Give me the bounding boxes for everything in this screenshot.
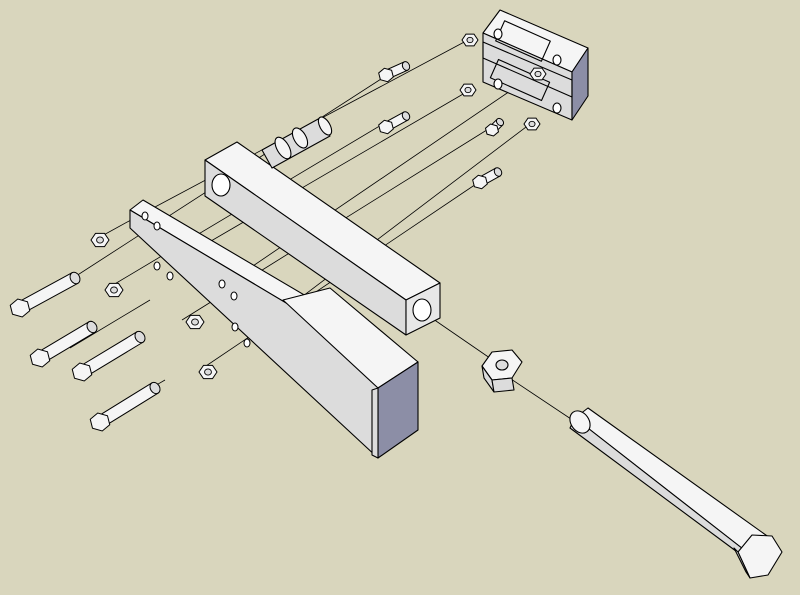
hex-nut <box>461 33 479 47</box>
hex-nut <box>459 83 477 97</box>
hex-nut <box>90 232 110 248</box>
hex-bolt <box>472 167 503 190</box>
hex-nut <box>198 364 218 380</box>
mounting-block <box>482 9 589 121</box>
hex-bolt <box>378 111 411 135</box>
hex-bolt <box>378 61 411 83</box>
stepped-shaft <box>261 116 333 169</box>
pivot-hole <box>412 298 432 322</box>
hex-bolt <box>71 330 146 382</box>
mounting-hole <box>493 28 503 40</box>
hex-bolt <box>9 271 81 318</box>
hex-nut <box>523 117 541 131</box>
mounting-hole <box>552 102 562 114</box>
large-hex-nut <box>481 349 523 393</box>
mounting-hole <box>493 78 503 90</box>
plate-holes <box>141 211 251 348</box>
hex-nut <box>529 67 547 81</box>
base-plate <box>129 199 419 459</box>
nuts <box>90 33 547 380</box>
hex-bolt <box>29 320 98 368</box>
bolts <box>9 61 505 432</box>
mounting-hole <box>552 54 562 66</box>
hex-bolt <box>89 381 161 432</box>
hex-nut <box>185 314 205 330</box>
pivot-pin <box>569 407 783 579</box>
square-tube-arm <box>204 116 441 336</box>
hex-bolt <box>484 117 505 137</box>
hex-nut <box>104 282 124 298</box>
